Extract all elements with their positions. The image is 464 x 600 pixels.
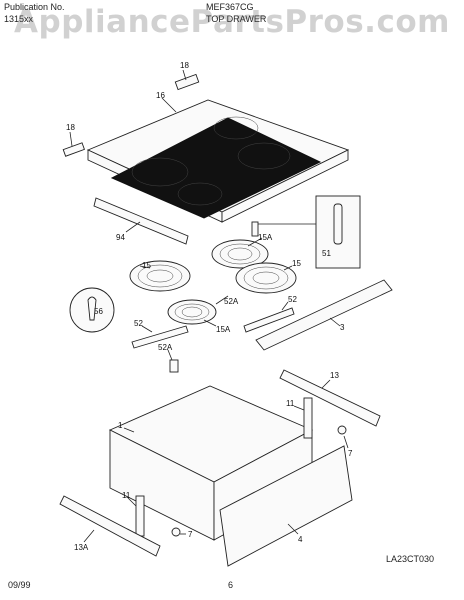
bracket-52a-front: [169, 359, 179, 373]
screw-icon-left: [171, 527, 181, 537]
callout-11-left: 11: [122, 491, 131, 500]
callout-3: 3: [340, 323, 345, 332]
drawer-front-panel: [219, 445, 353, 567]
leader-lines: [69, 69, 349, 543]
callout-7-right: 7: [348, 449, 353, 458]
terminal-block-icon: [333, 203, 343, 245]
callout-52-right: 52: [288, 295, 297, 304]
callout-1: 1: [118, 421, 123, 430]
drawing-code: LA23CT030: [386, 554, 435, 564]
drawer-slide-left: [135, 495, 145, 537]
callout-18-left: 18: [66, 123, 75, 132]
callout-16: 16: [156, 91, 165, 100]
callout-52a-right: 52A: [224, 297, 239, 306]
callout-56: 56: [94, 307, 103, 316]
trim-strip: [93, 197, 189, 245]
connector-part: [251, 221, 259, 237]
support-arm-right: [243, 307, 295, 333]
callout-11-right: 11: [286, 399, 295, 408]
callout-15a-front: 15A: [216, 325, 231, 334]
burner-element-15-right: [235, 262, 297, 294]
burner-element-15a-front: [167, 299, 217, 325]
receptacle-icon: [87, 296, 97, 321]
callout-52-left: 52: [134, 319, 143, 328]
section-title: TOP DRAWER: [206, 14, 267, 24]
callout-7-left: 7: [188, 530, 193, 539]
model-number: MEF367CG: [206, 2, 254, 12]
callout-94: 94: [116, 233, 125, 242]
callout-15-left: 15: [142, 261, 151, 270]
callout-18-top: 18: [180, 61, 189, 70]
footer-date: 09/99: [8, 580, 31, 590]
burner-element-15-left: [129, 260, 191, 292]
drawer-rail-right: [279, 369, 381, 427]
support-arm-left: [131, 325, 189, 349]
callout-13a: 13A: [74, 543, 89, 552]
burner-element-15a-back: [211, 239, 269, 269]
hinge-bracket-left: [62, 142, 85, 157]
support-rail: [255, 279, 393, 351]
publication-number: 1315xx: [4, 14, 34, 24]
screw-icon-right: [337, 425, 347, 435]
page-number: 6: [228, 580, 234, 590]
callout-15-right: 15: [292, 259, 301, 268]
hinge-bracket-right: [174, 73, 200, 91]
publication-label: Publication No.: [4, 2, 65, 12]
callout-52a-front: 52A: [158, 343, 173, 352]
drawer-rail-left: [59, 495, 161, 557]
cooktop-top: [86, 99, 350, 223]
callout-15a-back: 15A: [258, 233, 273, 242]
watermark: AppliancePartsPros.com: [14, 4, 450, 40]
callout-51: 51: [322, 249, 331, 258]
callout-13: 13: [330, 371, 339, 380]
drawer-slide-right: [303, 397, 313, 439]
callout-4: 4: [298, 535, 303, 544]
